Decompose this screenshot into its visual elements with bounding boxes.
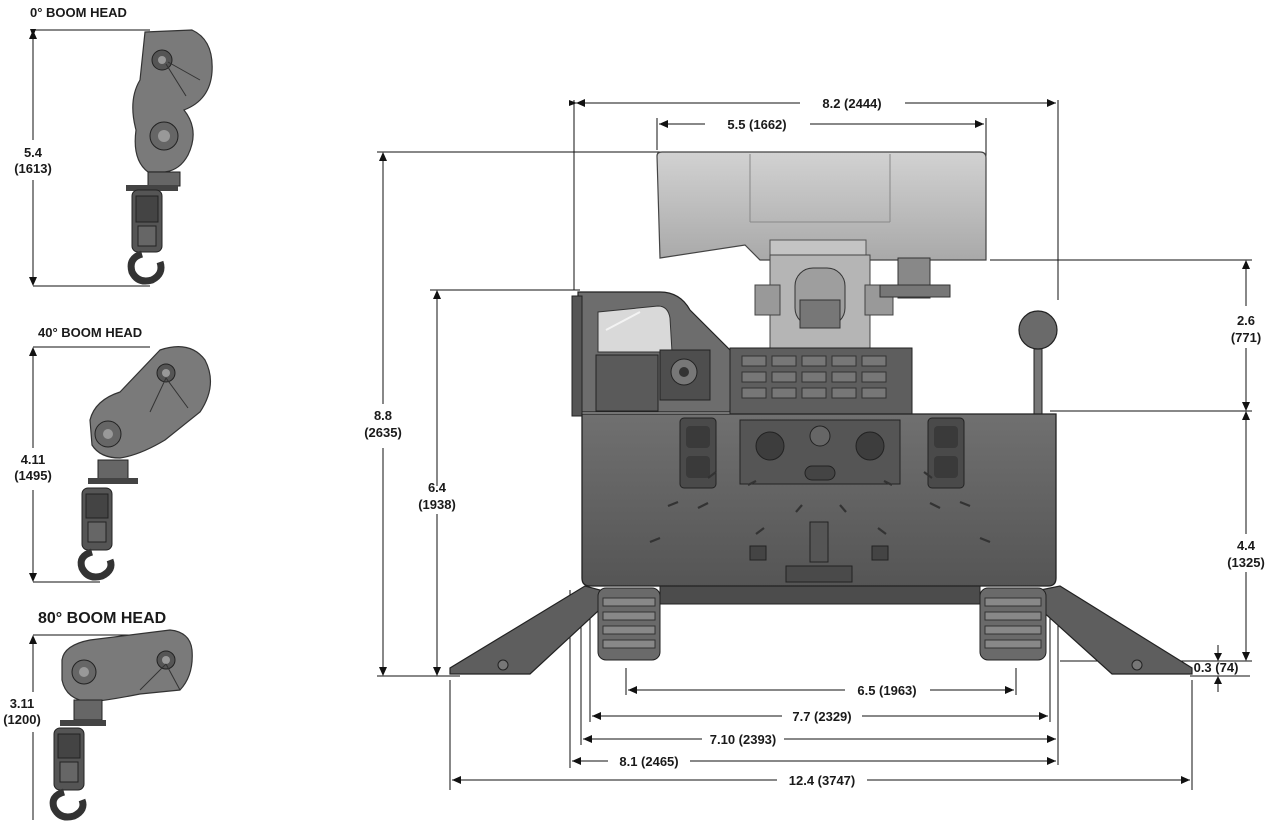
- right-outrigger-pad: [1131, 659, 1143, 671]
- right-outrigger: [1029, 585, 1193, 675]
- dim-ground-clearance: 0.3 (74): [1194, 660, 1239, 675]
- dim-outrigger-span: 12.4 (3747): [789, 773, 856, 788]
- side-view-0deg: 0° BOOM HEAD 5.4 (1613): [14, 5, 213, 287]
- dim-track-inner: 6.5 (1963): [857, 683, 916, 698]
- dim-cab-height-imperial: 6.4: [428, 480, 447, 495]
- side-view-80deg-dim-metric: (1200): [3, 712, 41, 727]
- dim-body-width: 7.10 (2393): [710, 732, 777, 747]
- side-mirror: [1018, 310, 1058, 416]
- dim-machine-width: 8.1 (2465): [619, 754, 678, 769]
- side-view-0deg-dim-imperial: 5.4: [24, 145, 43, 160]
- engine-panel: [729, 347, 913, 415]
- dim-overall-height-imperial: 8.8: [374, 408, 392, 423]
- left-outrigger: [449, 585, 611, 675]
- side-view-40deg-title: 40° BOOM HEAD: [38, 325, 142, 340]
- side-view-0deg-dim-metric: (1613): [14, 161, 52, 176]
- side-view-40deg: 40° BOOM HEAD 4.11 (1495): [14, 325, 211, 583]
- dim-track-outer: 7.7 (2329): [792, 709, 851, 724]
- dim-upper-height-imperial: 2.6: [1237, 313, 1255, 328]
- carrier-body: [581, 413, 1057, 587]
- boom-head-0deg-graphic: [126, 29, 213, 285]
- dim-body-height-imperial: 4.4: [1237, 538, 1256, 553]
- side-view-80deg-dim-imperial: 3.11: [10, 696, 35, 711]
- dim-top-width: 8.2 (2444): [822, 96, 881, 111]
- boom-head-40deg-graphic: [77, 346, 211, 581]
- side-view-0deg-title: 0° BOOM HEAD: [30, 5, 127, 20]
- dim-overall-height-metric: (2635): [364, 425, 402, 440]
- side-view-80deg-title: 80° BOOM HEAD: [38, 610, 166, 627]
- dim-counterweight-width: 5.5 (1662): [727, 117, 786, 132]
- vent-slots: [649, 471, 991, 544]
- counterweight: [656, 151, 987, 263]
- right-track: [979, 587, 1047, 661]
- upper-structure: [754, 254, 951, 356]
- side-view-40deg-dim-imperial: 4.11: [21, 452, 46, 467]
- main-view: 8.2 (2444) 5.5 (1662) 8.8 (2635) 6.4 (19…: [364, 96, 1265, 790]
- dim-cab-height-metric: (1938): [418, 497, 456, 512]
- dim-upper-height-metric: (771): [1231, 330, 1261, 345]
- side-view-80deg: 80° BOOM HEAD 3.11 (1200): [3, 610, 193, 821]
- operator-cab: [571, 291, 733, 417]
- left-track: [597, 587, 661, 661]
- dim-body-height-metric: (1325): [1227, 555, 1265, 570]
- left-outrigger-pad: [497, 659, 509, 671]
- boom-head-80deg-graphic: [49, 629, 193, 821]
- crane-front-graphic: [449, 151, 1193, 675]
- side-view-40deg-dim-metric: (1495): [14, 468, 52, 483]
